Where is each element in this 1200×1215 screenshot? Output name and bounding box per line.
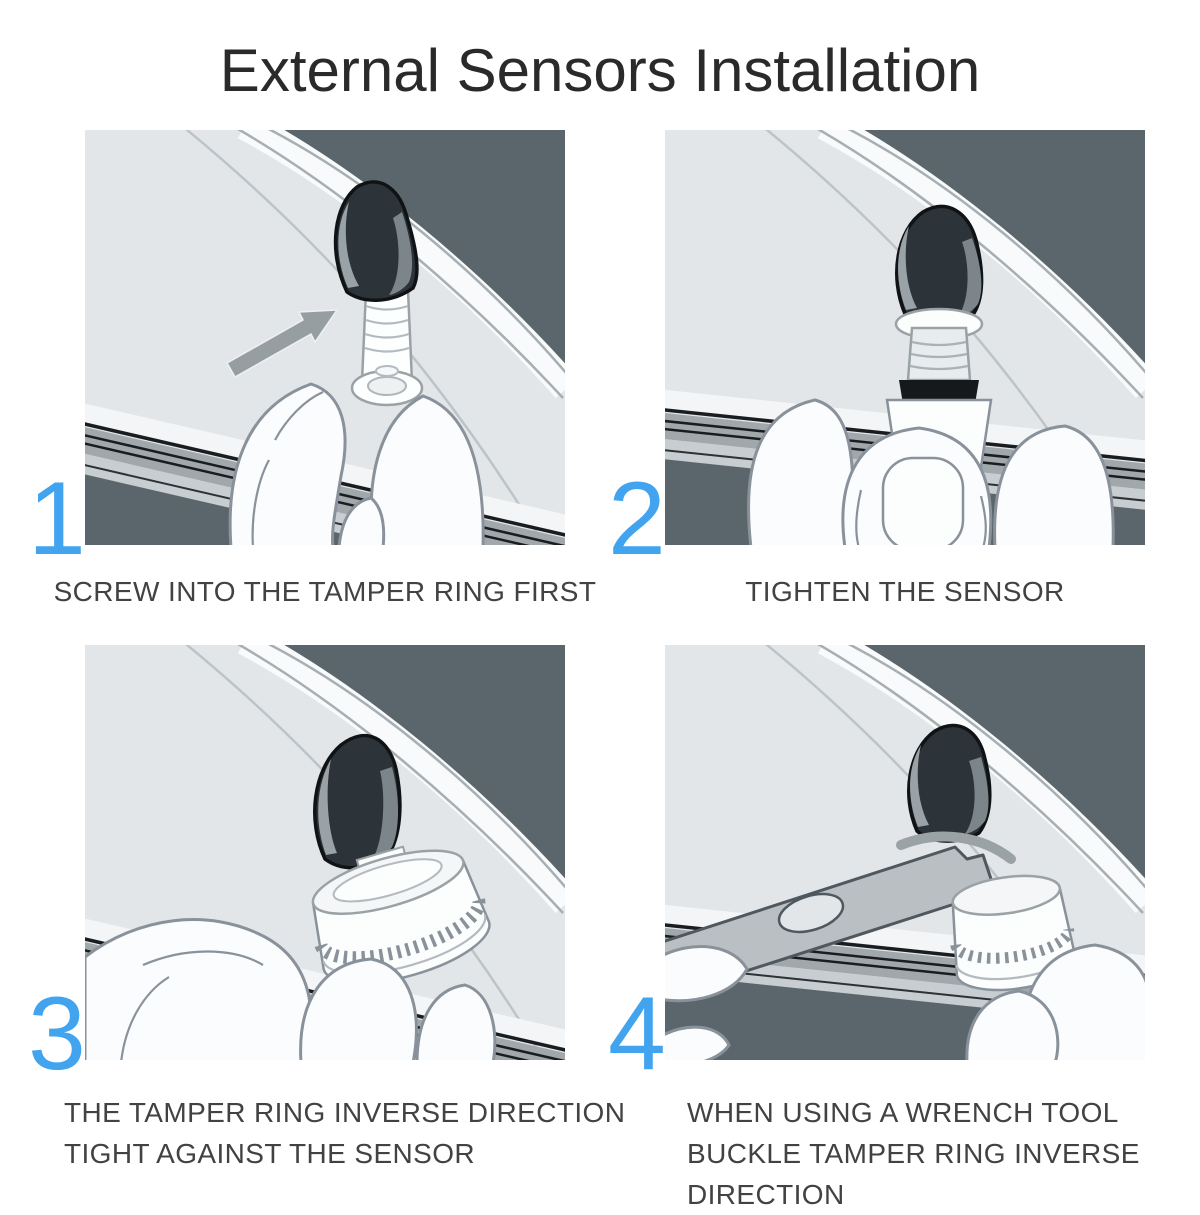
sensor-cap: [895, 204, 984, 327]
step-1-illustration: [85, 130, 565, 545]
step-number: 2: [608, 461, 666, 577]
step-3-illustration: [85, 645, 565, 1060]
step-caption: THE TAMPER RING INVERSE DIRECTION TIGHT …: [64, 1097, 626, 1169]
valve-stem: [350, 288, 424, 407]
page-title: External Sensors Installation: [219, 37, 981, 104]
step-caption: WHEN USING A WRENCH TOOL BUCKLE TAMPER R…: [687, 1097, 1140, 1210]
hand: [85, 918, 497, 1060]
tire-valve-illustration: [85, 645, 565, 1060]
hand: [665, 943, 1145, 1060]
wrench-jaw: [896, 831, 1016, 864]
tamper-ring: [311, 845, 491, 985]
tire-valve-illustration: [85, 130, 565, 545]
hand: [747, 398, 1115, 545]
sensor-cap: [333, 180, 419, 302]
step-number: 3: [28, 976, 86, 1092]
tire-valve-illustration: [665, 130, 1145, 545]
step-number: 1: [28, 461, 86, 577]
fingernail: [881, 456, 965, 545]
step-4-illustration: [665, 645, 1145, 1060]
arrow-icon: [225, 309, 339, 379]
step-1: 1 SCREW INTO THE TAMPER RING FIRST: [28, 130, 596, 610]
step-caption: SCREW INTO THE TAMPER RING FIRST: [53, 576, 597, 607]
step-2: 2 TIGHTEN THE SENSOR: [608, 130, 1145, 610]
wrench: [665, 845, 997, 999]
hand: [228, 382, 485, 545]
step-2-illustration: [665, 130, 1145, 545]
step-caption: TIGHTEN THE SENSOR: [745, 576, 1065, 607]
tamper-ring: [950, 874, 1077, 992]
sensor-cap: [907, 723, 992, 843]
step-4: 4 WHEN USING A WRENCH TOOL BUCKLE TAMPER…: [608, 645, 1145, 1210]
tire-valve-illustration: [665, 645, 1145, 1060]
step-3: 3 THE TAMPER RING INVERSE DIRECTION TIGH…: [28, 645, 625, 1169]
step-number: 4: [608, 976, 666, 1092]
valve-stem: [894, 307, 984, 382]
